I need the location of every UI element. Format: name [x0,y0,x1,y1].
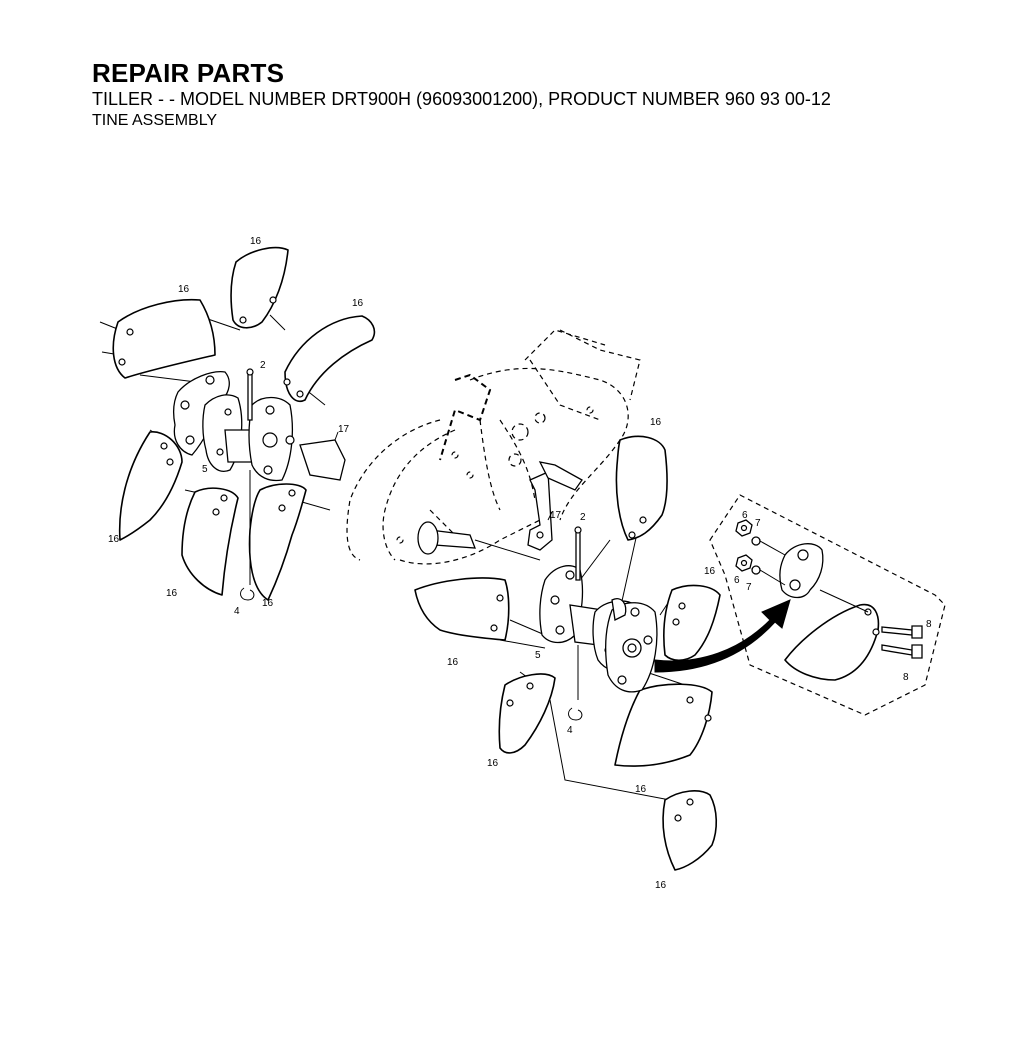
callout-16-right-bottom: 16 [655,880,667,891]
callout-6-bottom: 6 [734,575,740,586]
callout-4-right: 4 [567,725,573,736]
callout-6-top: 6 [742,510,748,521]
callout-7-top: 7 [755,518,761,529]
callout-8-top: 8 [926,619,932,630]
callout-16-right-top: 16 [650,417,662,428]
callout-16-left: 16 [108,534,120,545]
tiller-housing [346,329,641,565]
callout-17-right: 17 [550,510,562,521]
callout-5-left: 5 [202,464,208,475]
callout-16-top: 16 [250,236,262,247]
callout-16-right-lower-left: 16 [487,758,499,769]
callout-16-upper-left: 16 [178,284,190,295]
page-header: REPAIR PARTS TILLER - - MODEL NUMBER DRT… [92,58,831,132]
right-tine-group [414,435,791,871]
callout-16-right-lower-right: 16 [635,784,647,795]
inset-detail [709,494,946,716]
callout-7-bottom: 7 [746,582,752,593]
page-title: REPAIR PARTS [92,58,285,88]
callout-2-right: 2 [580,512,586,523]
callout-16-right-middle: 16 [704,566,716,577]
callout-2-left: 2 [260,360,266,371]
callout-5-right: 5 [535,650,541,661]
callout-8-bottom: 8 [903,672,909,683]
callout-16-lower-right: 16 [262,598,274,609]
callout-4-left: 4 [234,606,240,617]
section-title: TINE ASSEMBLY [92,112,218,129]
callout-17-left: 17 [338,424,350,435]
callout-16-right-left: 16 [447,657,459,668]
model-subtitle: TILLER - - MODEL NUMBER DRT900H (9609300… [92,89,831,109]
left-tine-group [99,246,376,601]
callout-16-upper-right: 16 [352,298,364,309]
callout-16-lower-middle: 16 [166,588,178,599]
callout-labels: 16 16 16 16 16 16 16 17 2 5 4 16 17 2 16… [108,236,932,891]
